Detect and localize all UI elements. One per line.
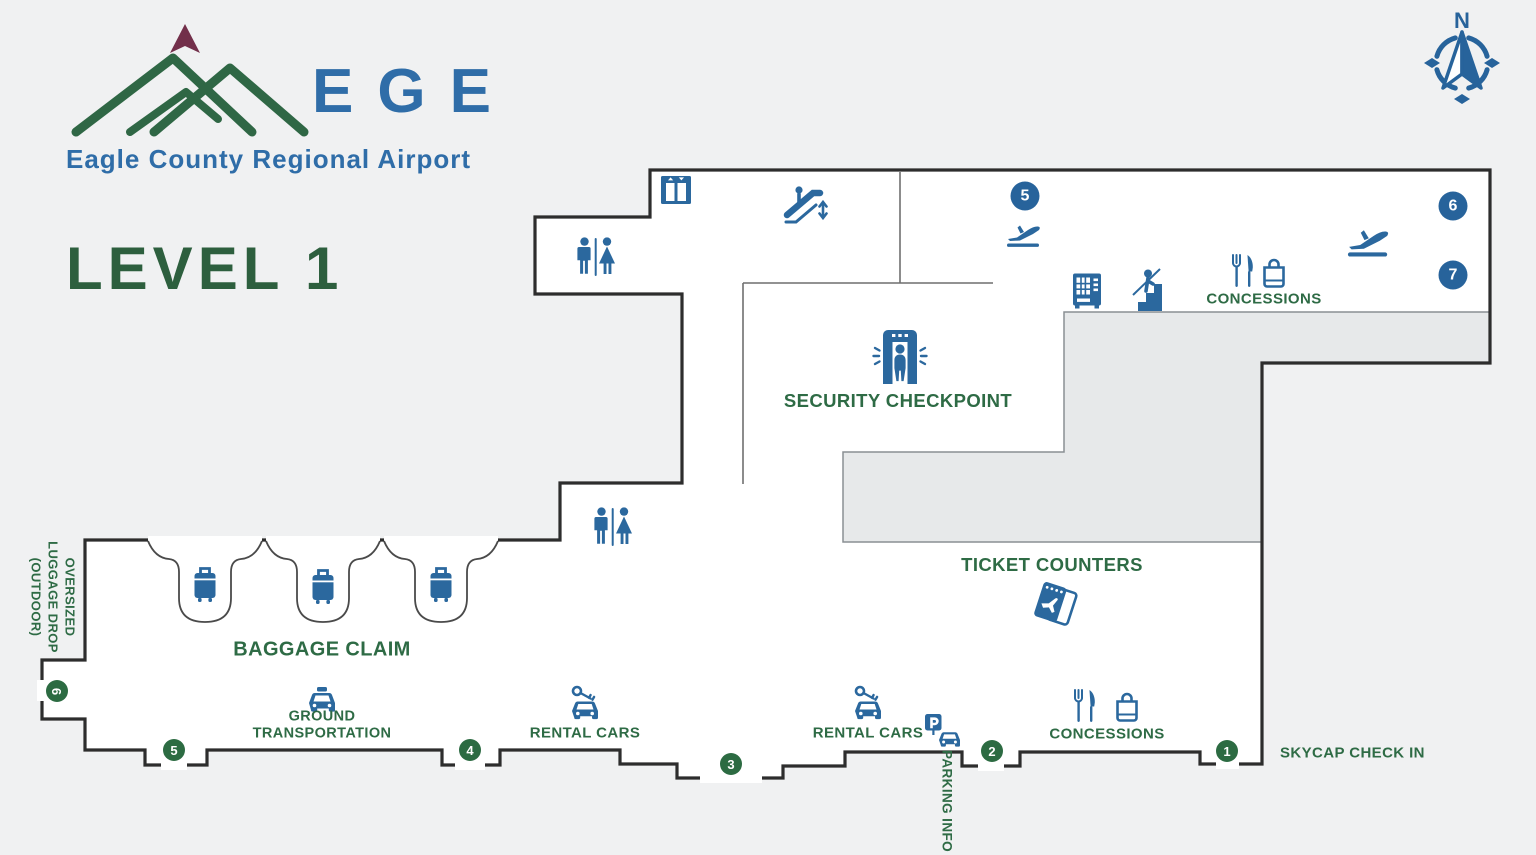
airport-name: Eagle County Regional Airport: [66, 144, 472, 174]
concessions-label-lower: CONCESSIONS: [1049, 725, 1165, 743]
gate-circle-6-number: 6: [1448, 197, 1458, 214]
ticket-counters-label: TICKET COUNTERS: [961, 554, 1143, 575]
gate-circle-6: 6: [1438, 191, 1468, 221]
security-checkpoint-label: SECURITY CHECKPOINT: [783, 390, 1013, 411]
luggage-icon-carousel-3: [429, 567, 453, 604]
oversized-line-1: OVERSIZED: [62, 557, 78, 637]
door-gaps: [37, 680, 1239, 783]
logo-mountain-inner: [126, 88, 222, 136]
door-circle-6: 6: [46, 680, 68, 702]
compass-south-diamond: [1454, 94, 1470, 104]
concessions-label-upper: CONCESSIONS: [1206, 290, 1322, 308]
restroom-icon-lower: [594, 507, 632, 546]
skycap-check-in-label: SKYCAP CHECK IN: [1280, 744, 1425, 762]
door-circle-5-number: 5: [170, 742, 178, 758]
ground-transportation-label: GROUND TRANSPORTATION: [252, 708, 392, 742]
compass-west-diamond: [1424, 58, 1440, 68]
airport-code: EGE: [312, 57, 515, 126]
gate-circle-5-number: 5: [1020, 187, 1030, 204]
compass-north-label: N: [1454, 8, 1470, 33]
compass-east-diamond: [1484, 58, 1500, 68]
restroom-icon-upper: [577, 237, 615, 276]
oversized-luggage-drop-label: OVERSIZED LUGGAGE DROP (OUTDOOR): [27, 541, 78, 653]
door-circle-2-number: 2: [988, 743, 996, 759]
door-circle-6-number: 6: [49, 687, 65, 695]
interior-partitions: [742, 172, 993, 484]
logo-arrow-peak: [170, 24, 200, 53]
door-circle-3-number: 3: [727, 756, 735, 772]
gate-circle-7: 7: [1438, 260, 1468, 290]
gate-circle-5: 5: [1010, 181, 1040, 211]
compass-rose-icon: N: [1424, 8, 1500, 104]
page-title: LEVEL 1: [66, 235, 344, 302]
vending-machine-icon: [1073, 273, 1101, 309]
rental-cars-label-right: RENTAL CARS: [812, 724, 924, 742]
baggage-claim-label: BAGGAGE CLAIM: [233, 638, 411, 661]
compass-needle-right: [1460, 30, 1483, 90]
gate-circle-7-number: 7: [1448, 266, 1458, 283]
airport-logo-mountains-icon: [71, 24, 309, 137]
door-circle-4: 4: [459, 739, 481, 761]
oversized-line-3: (OUTDOOR): [28, 557, 44, 637]
door-circle-4-number: 4: [466, 742, 474, 758]
door-circle-1-number: 1: [1223, 743, 1231, 759]
logo-mountain-left: [71, 53, 257, 137]
door-circle-1: 1: [1216, 740, 1238, 762]
oversized-line-2: LUGGAGE DROP: [45, 541, 61, 653]
door-circle-5: 5: [163, 739, 185, 761]
luggage-icon-carousel-1: [193, 567, 217, 604]
luggage-icon-carousel-2: [311, 569, 335, 606]
logo-mountain-right: [149, 63, 309, 137]
door-circle-3: 3: [720, 753, 742, 775]
door-circle-2: 2: [981, 740, 1003, 762]
rental-cars-label-left: RENTAL CARS: [529, 724, 641, 742]
parking-info-label: PARKING INFO: [939, 749, 955, 853]
elevator-icon: [661, 176, 691, 204]
